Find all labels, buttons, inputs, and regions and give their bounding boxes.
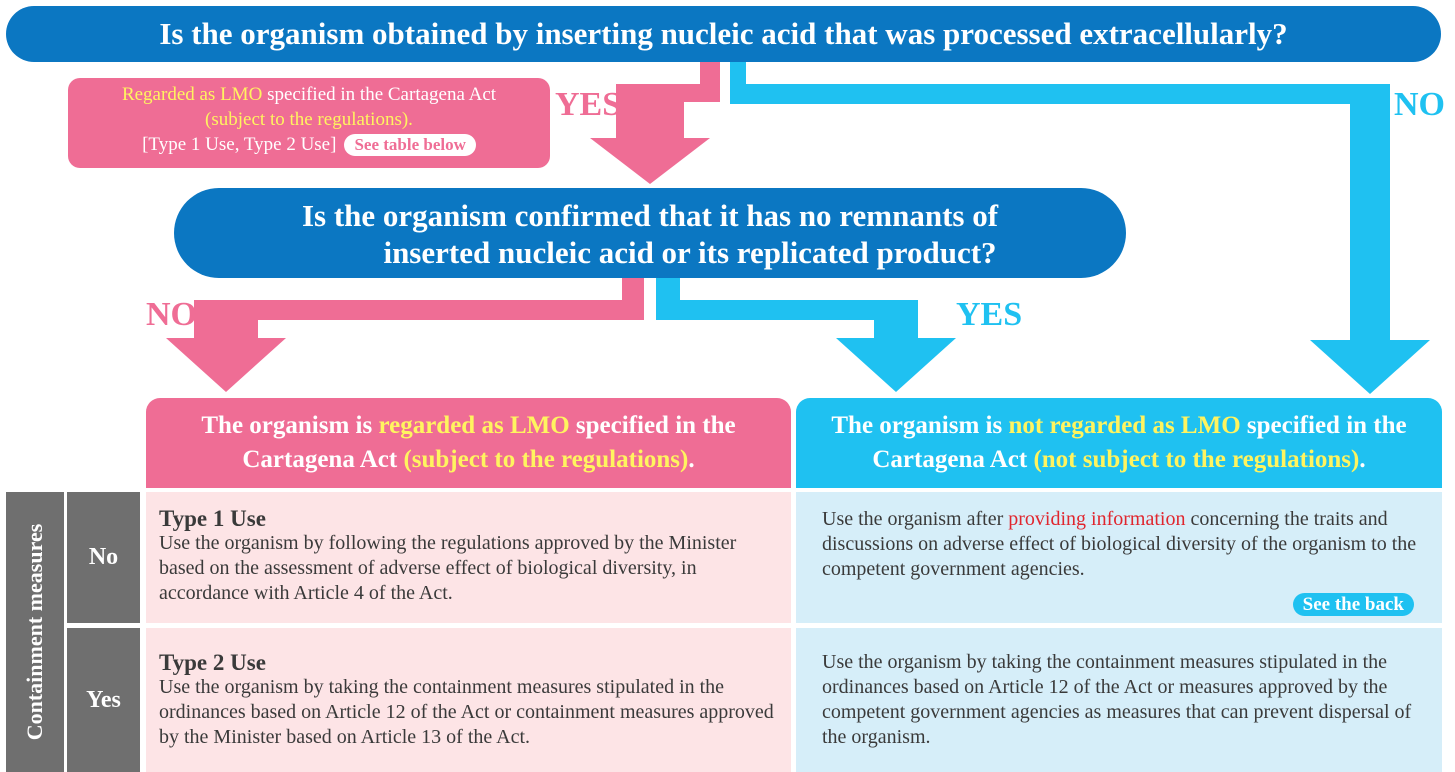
- see-table-below-button[interactable]: See table below: [344, 134, 476, 156]
- cell-no-right-text-c: concerning the traits and discussions on…: [822, 508, 1417, 580]
- no-arrow-2: [166, 276, 644, 392]
- yes-label-2: YES: [956, 296, 1023, 333]
- result-right-text-c: specified in the Cartagena Act: [872, 412, 1407, 473]
- see-the-back-button[interactable]: See the back: [1292, 593, 1414, 616]
- question-2-line-1: Is the organism confirmed that it has no…: [301, 198, 999, 233]
- result-left-text-c: specified in the Cartagena Act: [242, 412, 736, 473]
- yes-label-1: YES: [555, 86, 622, 123]
- lmo-note-box: Regarded as LMO specified in the Cartage…: [68, 78, 550, 168]
- note-lmo-highlight: Regarded as LMO: [121, 84, 263, 105]
- no-label-1: NO: [1394, 86, 1445, 123]
- row-label-yes: Yes: [67, 628, 140, 772]
- no-label-2: NO: [146, 296, 197, 333]
- result-regulated: The organism is regarded as LMO specifie…: [146, 398, 791, 488]
- note-use-types: [Type 1 Use, Type 2 Use]: [142, 134, 337, 155]
- result-not-regulated: The organism is not regarded as LMO spec…: [796, 398, 1442, 488]
- result-right-highlight-1: not regarded as LMO: [1008, 412, 1241, 439]
- cell-yes-containment-unregulated: Use the organism by taking the containme…: [796, 628, 1442, 772]
- note-text-1: specified in the Cartagena Act: [262, 84, 497, 105]
- result-left-text-e: .: [688, 446, 695, 473]
- result-left-highlight-2: (subject to the regulations): [403, 446, 689, 473]
- cell-no-containment-unregulated: Use the organism after providing informa…: [796, 492, 1442, 623]
- cell-no-right-text-a: Use the organism after: [822, 508, 1009, 530]
- result-right-text-e: .: [1359, 446, 1366, 473]
- providing-information-highlight: providing information: [1008, 508, 1186, 530]
- question-2: Is the organism confirmed that it has no…: [174, 188, 1126, 278]
- containment-measures-text: Containment measures: [22, 523, 47, 741]
- containment-measures-label: Containment measures: [6, 492, 64, 772]
- question-1: Is the organism obtained by inserting nu…: [6, 6, 1441, 62]
- result-left-text-a: The organism is: [201, 412, 379, 439]
- type2-body: Use the organism by taking the containme…: [159, 676, 774, 748]
- yes-arrow-2: [656, 276, 956, 392]
- cell-type1-use: Type 1 Use Use the organism by following…: [146, 492, 791, 623]
- no-arrow-1: [730, 62, 1430, 394]
- yes-arrow-1: [590, 62, 720, 184]
- result-right-text-a: The organism is: [831, 412, 1009, 439]
- type1-body: Use the organism by following the regula…: [159, 532, 737, 604]
- row-label-no: No: [67, 492, 140, 623]
- result-right-highlight-2: (not subject to the regulations): [1033, 446, 1360, 473]
- question-2-line-2: inserted nucleic acid or its replicated …: [383, 235, 997, 270]
- cell-type2-use: Type 2 Use Use the organism by taking th…: [146, 628, 791, 772]
- type2-title: Type 2 Use: [159, 650, 266, 675]
- cell-yes-right-body: Use the organism by taking the containme…: [822, 651, 1412, 748]
- result-left-highlight-1: regarded as LMO: [378, 412, 570, 439]
- note-subject-highlight: (subject to the regulations).: [205, 109, 413, 130]
- type1-title: Type 1 Use: [159, 506, 266, 531]
